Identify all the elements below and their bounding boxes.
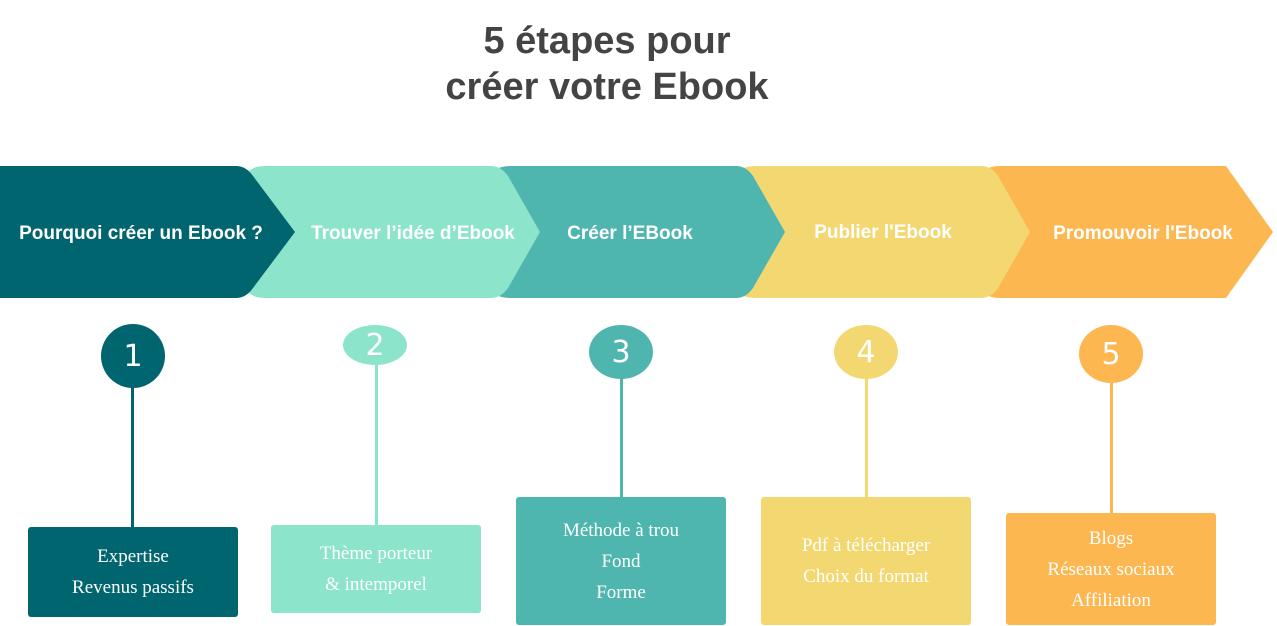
step-5-item-3: Affiliation [1071, 589, 1151, 611]
step-4-item-2: Choix du format [803, 566, 929, 587]
title-line-2: créer votre Ebook [445, 66, 769, 108]
step-1-item-2: Revenus passifs [72, 577, 194, 598]
step-2-item-2: & intemporel [325, 574, 427, 595]
step-1-item-1: Expertise [97, 546, 169, 567]
title-line-1: 5 étapes pour [483, 20, 731, 62]
step-1-title: Pourquoi créer un Ebook ? [19, 223, 263, 244]
step-1-arrow [0, 166, 295, 298]
step-5-arrow [978, 166, 1273, 298]
step-4-details-box: Pdf à télécharger Choix du format [761, 497, 971, 625]
step-4-arrow [733, 166, 1030, 298]
step-3-title: Créer l’EBook [567, 223, 693, 244]
step-3-details-box: Méthode à trou Fond Forme [516, 497, 726, 625]
step-3-item-3: Forme [596, 581, 646, 603]
step-3-arrow [488, 166, 785, 298]
step-1-number-badge: 1 [101, 324, 165, 388]
step-2-connector [375, 360, 378, 526]
step-5-title: Promouvoir l'Ebook [1053, 223, 1233, 244]
step-5-connector [1110, 378, 1113, 514]
step-2-arrow [243, 166, 540, 298]
step-4-number-badge: 4 [834, 325, 898, 379]
step-4-item-1: Pdf à télécharger [801, 535, 931, 556]
step-3-number-badge: 3 [589, 325, 653, 379]
step-3-connector [620, 375, 623, 498]
step-2-number-badge: 2 [343, 325, 407, 365]
step-4-connector [865, 375, 868, 498]
step-2-item-1: Thème porteur [319, 543, 433, 564]
step-5-details-box: Blogs Réseaux sociaux Affiliation [1006, 513, 1216, 625]
step-2-title: Trouver l’idée d’Ebook [311, 223, 515, 244]
step-3-item-1: Méthode à trou [562, 519, 680, 541]
step-5-item-2: Réseaux sociaux [1047, 558, 1175, 580]
step-5-item-1: Blogs [1088, 527, 1134, 549]
step-2-details-box: Thème porteur & intemporel [271, 525, 481, 613]
step-1-connector [131, 380, 134, 528]
step-4-title: Publier l'Ebook [814, 222, 952, 243]
page-title: 5 étapes pour créer votre Ebook [0, 18, 1214, 110]
step-1-details-box: Expertise Revenus passifs [28, 527, 238, 617]
step-5-number-badge: 5 [1079, 325, 1143, 383]
step-3-item-2: Fond [601, 550, 641, 572]
